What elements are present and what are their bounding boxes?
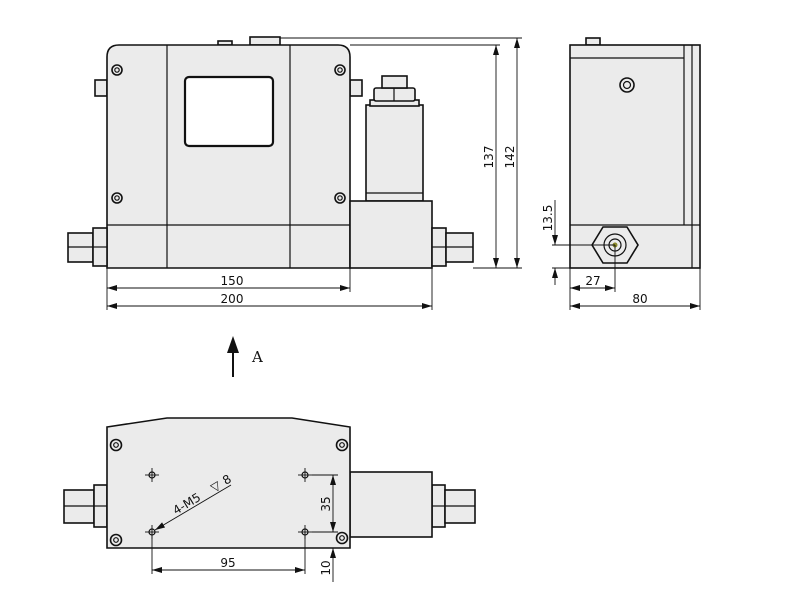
screw-icon xyxy=(619,77,635,93)
base-plate xyxy=(106,417,351,549)
front-view: 137 142 150 200 xyxy=(67,36,522,310)
fitting-left xyxy=(63,484,108,528)
dim-port-offset: 27 xyxy=(585,274,600,288)
top-connector xyxy=(249,36,281,46)
side-housing xyxy=(569,44,701,269)
view-label: A xyxy=(251,348,263,366)
dim-hole-spacing-x: 95 xyxy=(220,556,235,570)
screw-icon xyxy=(111,64,346,204)
dim-height-total: 142 xyxy=(503,146,517,169)
dim-hole-edge: 10 xyxy=(319,560,333,575)
side-view: 13.5 27 80 xyxy=(541,37,701,310)
dim-height-body: 137 xyxy=(482,146,496,169)
top-connector xyxy=(585,37,601,46)
bottom-view: 4-M5 ▽ 8 35 10 95 xyxy=(63,417,476,582)
callout-leader xyxy=(154,484,232,531)
valve-block xyxy=(349,200,433,269)
valve-hex-top xyxy=(381,75,408,89)
dim-width-total: 200 xyxy=(221,292,244,306)
display-screen xyxy=(183,75,275,148)
dim-hole-spacing-y: 35 xyxy=(319,496,333,511)
side-knob-right xyxy=(349,79,363,97)
fitting-left xyxy=(67,227,108,267)
view-marker: A xyxy=(227,336,263,377)
side-knob-left xyxy=(94,79,108,97)
dim-depth: 80 xyxy=(632,292,647,306)
main-housing xyxy=(106,44,351,269)
valve-cylinder xyxy=(365,104,424,202)
fitting-right xyxy=(431,484,476,528)
dim-width-body: 150 xyxy=(221,274,244,288)
arrow-up-icon xyxy=(227,336,239,353)
screw-icon xyxy=(109,438,349,547)
fitting-right xyxy=(431,227,474,267)
valve-block xyxy=(349,471,433,538)
dim-port-height: 13.5 xyxy=(541,205,555,232)
